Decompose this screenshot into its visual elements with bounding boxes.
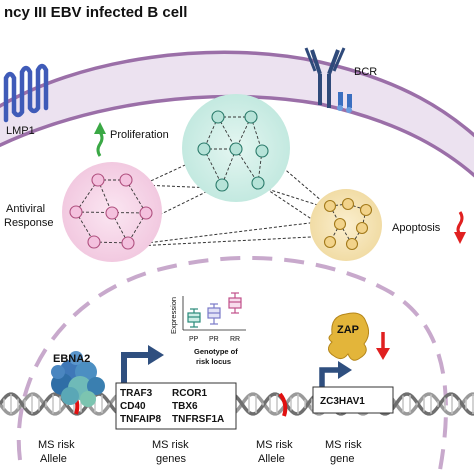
ebna2-protein-icon [51,351,105,407]
gene-tnfaip8: TNFAIP8 [120,414,162,425]
ebna2-label: EBNA2 [53,353,90,365]
figure-title: ncy III EBV infected B cell [4,4,187,21]
box-pp [187,308,201,328]
gene-box-2 [312,386,394,414]
plot-xtick-rr: RR [230,336,240,343]
bcr-receptor-icon [304,47,352,113]
ms-risk-allele-1-line1: MS risk [38,439,75,451]
lmp1-label: LMP1 [6,125,35,137]
zap-label: ZAP [337,324,359,336]
zap-down-arrow-icon [376,332,390,360]
ms-risk-allele-2-line1: MS risk [256,439,293,451]
apoptosis-module [310,189,382,261]
zap-protein-icon [328,312,370,361]
gene-tnfrsf1a: TNFRSF1A [172,414,224,425]
plot-xlabel-line2: risk locus [196,357,231,366]
gene-tbx6: TBX6 [172,401,198,412]
bcr-label: BCR [354,66,377,78]
proliferation-label: Proliferation [110,129,169,141]
cell-membrane [0,50,474,178]
gene-rcor1: RCOR1 [172,388,207,399]
risk-allele-mark-2 [278,392,288,417]
ms-risk-genes-line2: genes [156,453,186,465]
ms-risk-gene-line1: MS risk [325,439,362,451]
apoptosis-down-arrow-icon [454,211,466,244]
gene-zc3hav1: ZC3HAV1 [320,396,365,407]
box-rr [228,292,242,314]
antiviral-label-line1: Antiviral [6,203,45,215]
expression-boxplot [182,292,246,331]
ms-risk-gene-line2: gene [330,453,354,465]
proliferation-module [182,94,290,202]
box-pr [207,303,221,325]
plot-xtick-pr: PR [209,336,219,343]
ms-risk-genes-line1: MS risk [152,439,189,451]
proliferation-up-arrow-icon [94,122,106,157]
nucleus-boundary [16,255,448,471]
gene-box-1 [115,382,237,430]
gene-cd40: CD40 [120,401,146,412]
plot-xtick-pp: PP [189,336,199,343]
antiviral-label-line2: Response [4,217,54,229]
plot-xlabel-line1: Genotype of [194,347,238,356]
apoptosis-label: Apoptosis [392,222,441,234]
ms-risk-allele-2-line2: Allele [258,453,285,465]
lmp1-receptor-icon [3,63,49,123]
gene-traf3: TRAF3 [120,388,153,399]
dna-helix-icon [0,392,474,416]
ms-risk-allele-1-line2: Allele [40,453,67,465]
antiviral-module [62,162,162,262]
plot-ylabel: Expression [169,297,178,334]
